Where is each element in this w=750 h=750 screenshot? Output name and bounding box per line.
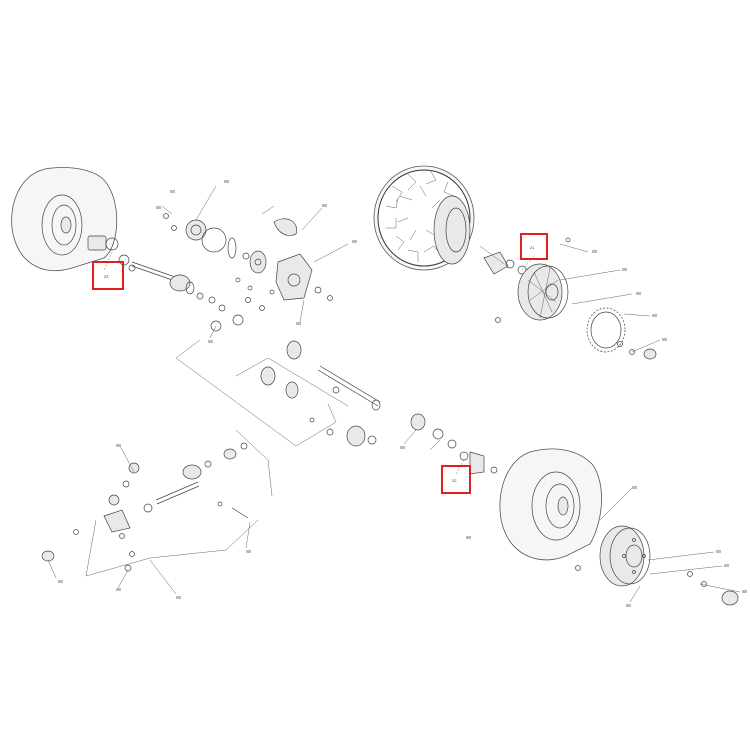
bead-lock-ring (586, 307, 626, 353)
top-right-hub-parts (483, 251, 527, 275)
top-right-knobby-tire (373, 165, 475, 271)
highlight-callout-3[interactable]: 22 (441, 465, 471, 494)
left-drive-shaft (131, 261, 195, 295)
left-tire (11, 167, 118, 272)
front-differential-group (163, 213, 333, 332)
top-right-small-parts (495, 237, 657, 360)
reference-marks (58, 180, 747, 607)
callout-3-label: 22 (452, 478, 457, 483)
bottom-right-rim (599, 525, 651, 587)
bottom-right-tire (499, 448, 602, 561)
center-prop-shaft (260, 340, 381, 447)
highlight-callout-1[interactable]: 23 (92, 261, 124, 290)
rear-drive-group (41, 442, 249, 572)
highlight-callout-2[interactable]: 21 (520, 233, 548, 260)
callout-2-label: 21 (530, 245, 535, 250)
callout-1-label: 23 (104, 274, 109, 279)
bottom-right-small-parts (410, 413, 739, 606)
top-right-rim (517, 263, 569, 321)
left-hub-assembly (87, 235, 136, 272)
group-bracket-lines (85, 339, 349, 595)
